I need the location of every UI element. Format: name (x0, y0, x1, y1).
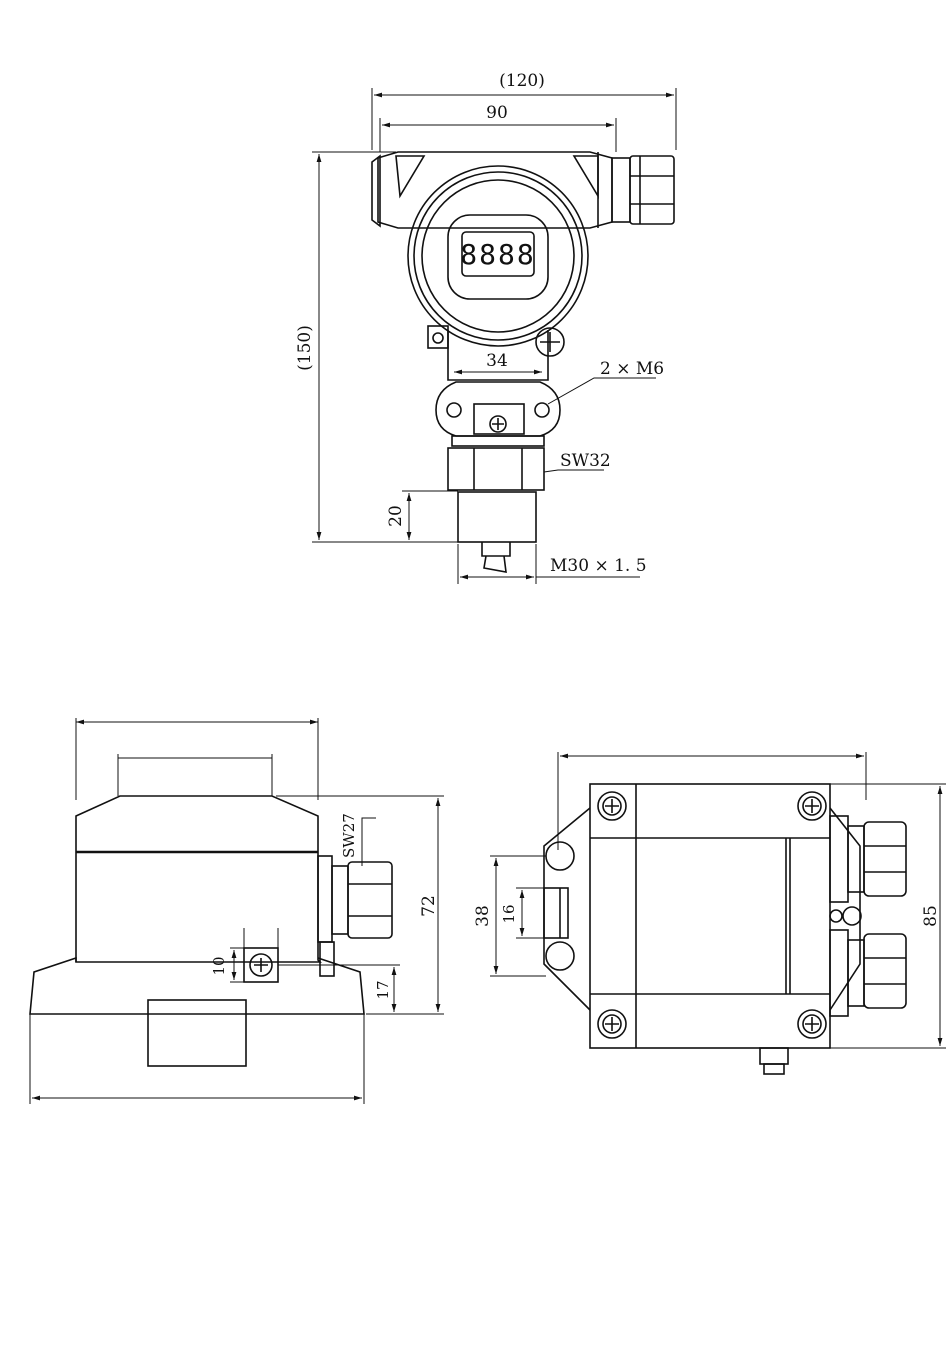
dim-hex: SW32 (560, 451, 611, 471)
dim-housing-width: 90 (486, 103, 508, 123)
side-gland (348, 862, 392, 938)
top-body (590, 784, 830, 1048)
dim-bracket: 34 (486, 351, 508, 371)
hex-nut (448, 448, 544, 490)
dim-overall-width: (120) (499, 71, 545, 91)
dim-offset: 17 (374, 980, 392, 999)
housing-body (378, 152, 612, 228)
dim-slot-outer: 38 (473, 905, 493, 927)
dim-height: 72 (419, 895, 439, 917)
top-glands (830, 816, 906, 1016)
side-view: SW27 72 10 17 (30, 718, 444, 1104)
dim-thread: M30 × 1. 5 (550, 556, 647, 576)
top-view: 85 38 16 (473, 752, 946, 1074)
dim-thread-length: 20 (386, 505, 406, 527)
side-connector (148, 1000, 246, 1066)
dim-bolts: 2 × M6 (600, 359, 664, 379)
lcd-digits: 8888 (460, 238, 535, 271)
process-thread (458, 492, 536, 542)
dim-gland: SW27 (340, 813, 358, 858)
dim-overall-height: (150) (295, 325, 315, 371)
display-cover: 8888 (408, 166, 588, 346)
dim-depth: 85 (921, 905, 941, 927)
ground-screw-icon (433, 333, 443, 343)
dim-slot-inner: 16 (500, 904, 518, 923)
front-view: 8888 (120) 90 (150 (295, 71, 676, 584)
dim-screw: 10 (210, 956, 228, 975)
side-housing (76, 796, 320, 962)
corner-screw-icon (598, 792, 826, 1038)
cable-gland (612, 156, 674, 224)
